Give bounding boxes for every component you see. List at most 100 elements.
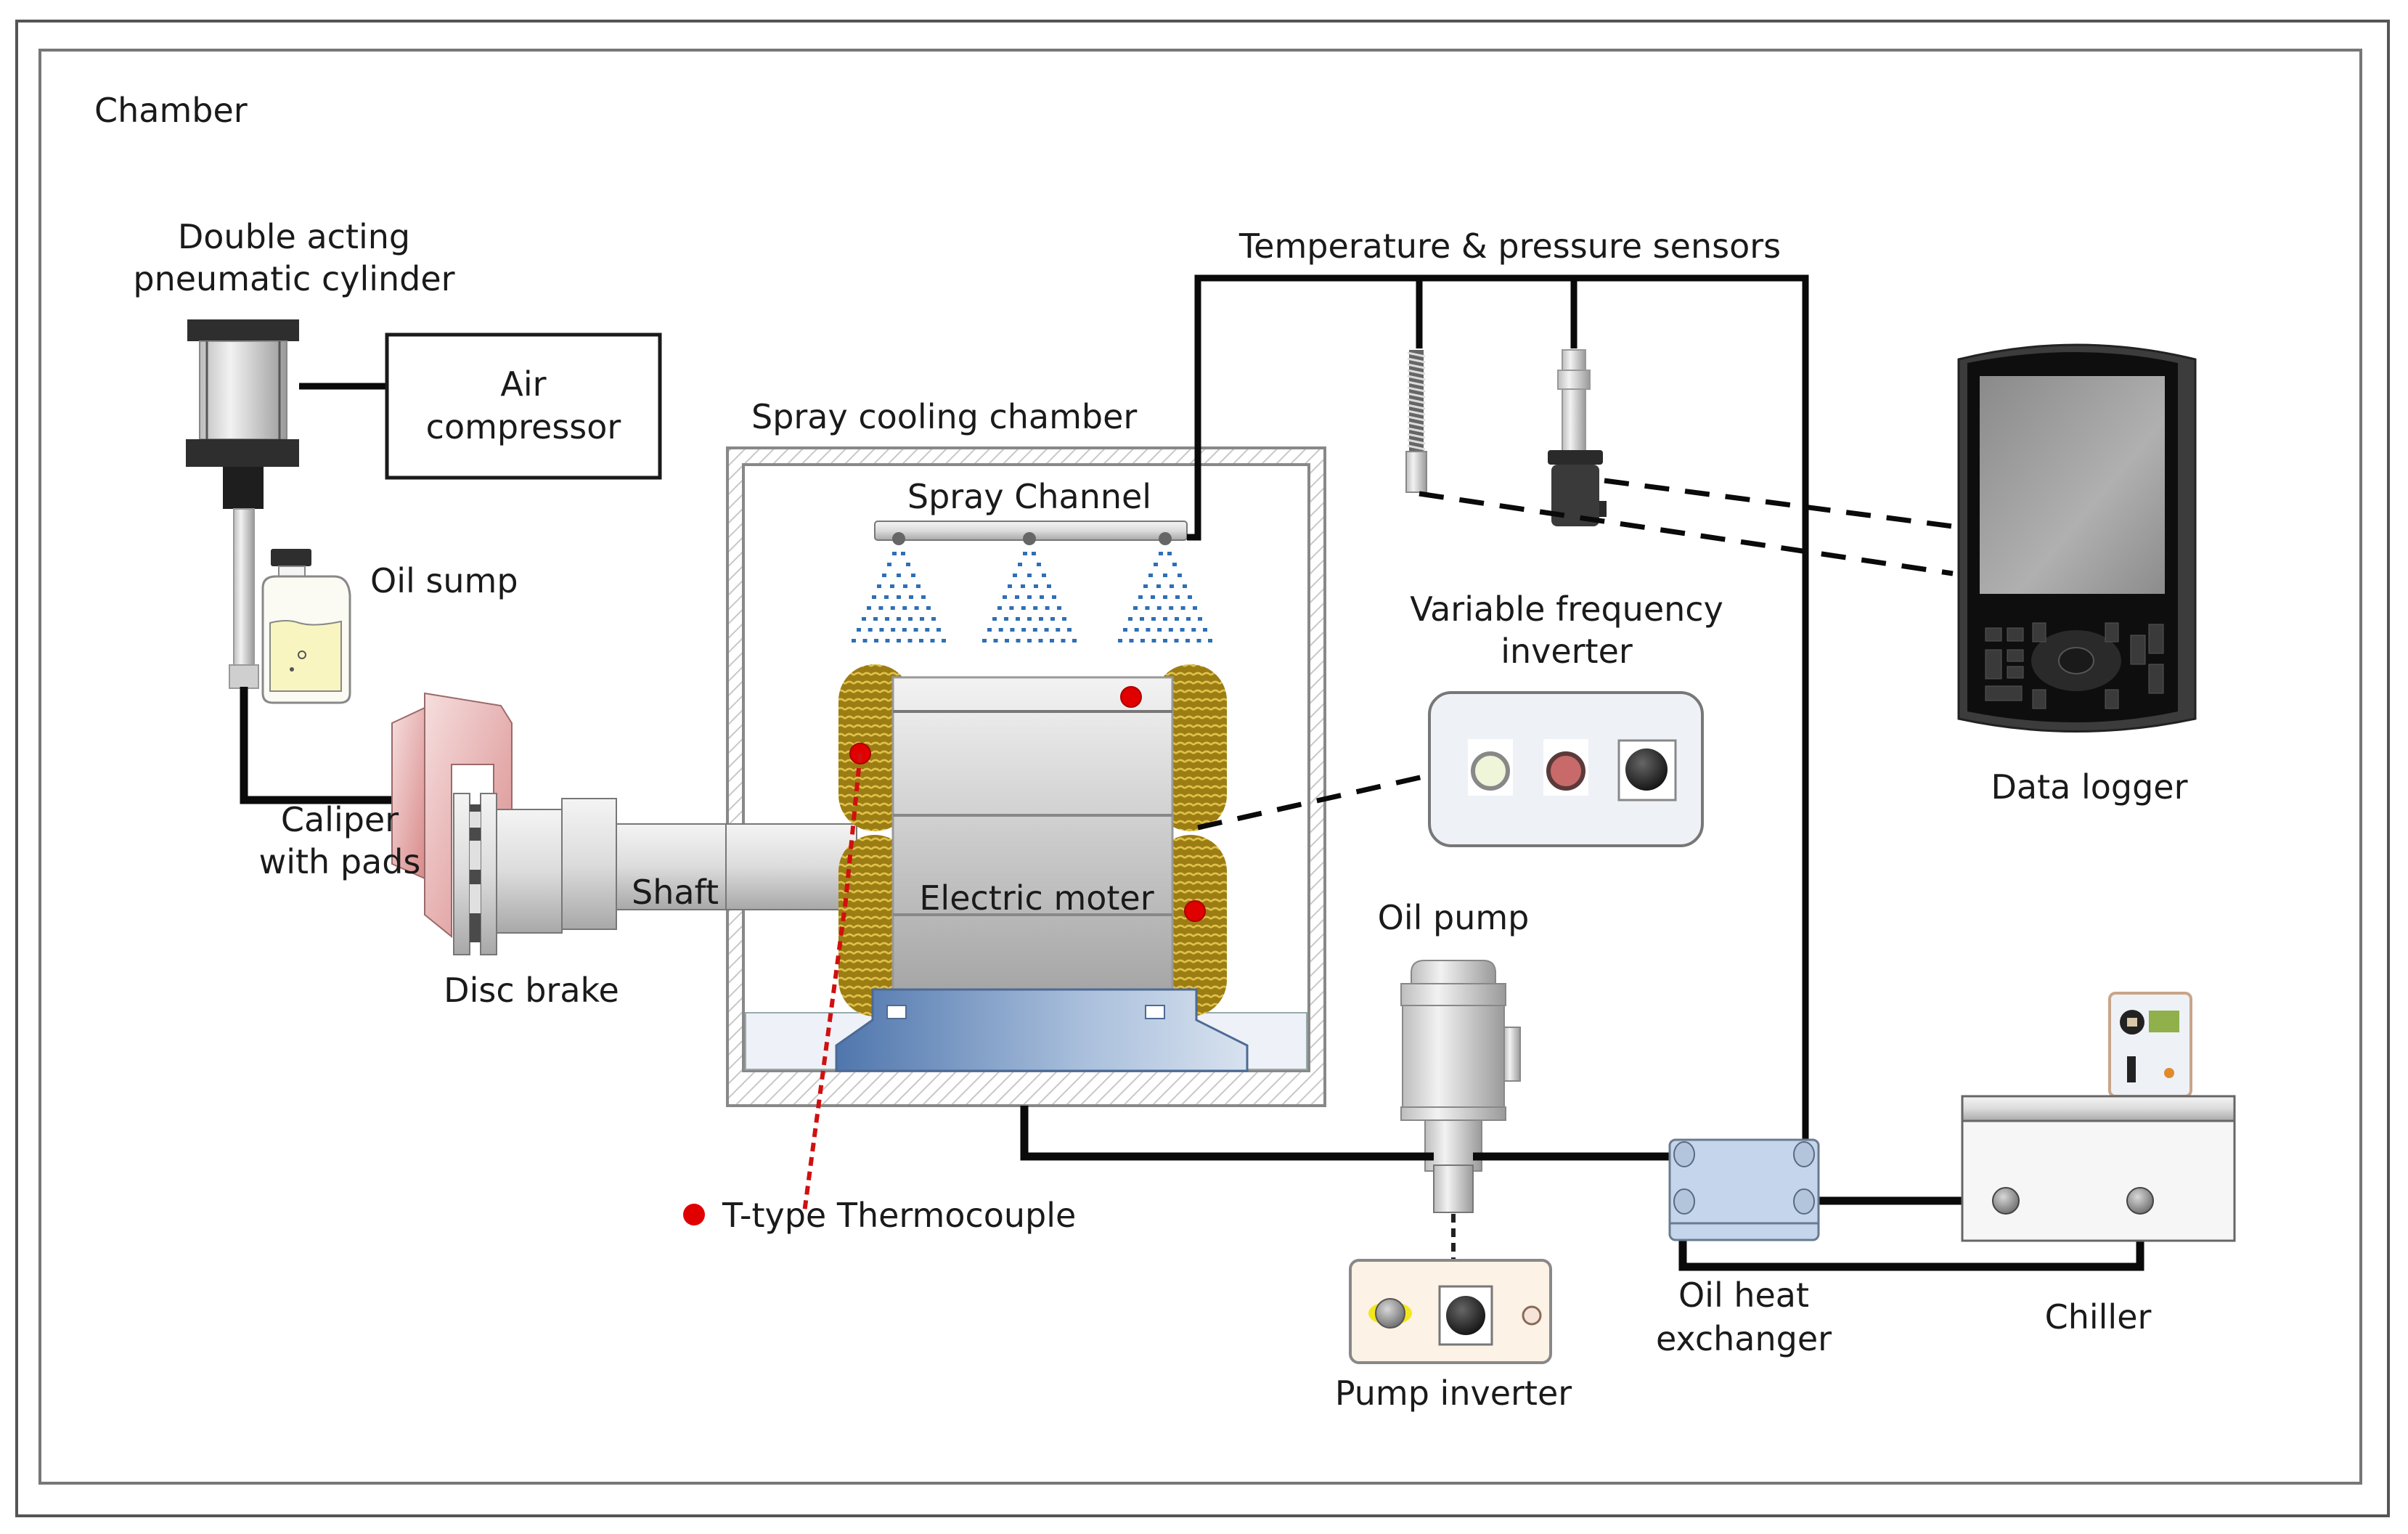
spray-droplet: [897, 617, 901, 621]
oil-sump: Oil sump: [261, 549, 518, 704]
spray-droplet: [1133, 606, 1138, 610]
spray-droplet: [942, 639, 946, 642]
chamber-label: Chamber: [94, 91, 248, 130]
caliper-label-1: Caliper: [281, 800, 399, 839]
oil-heat-exchanger: Oil heat exchanger: [1656, 1138, 1832, 1358]
spray-droplet: [1172, 563, 1177, 566]
spray-channel: Spray Channel: [852, 477, 1212, 642]
pump-inverter-lamp: [1522, 1305, 1542, 1326]
sensor-spring-coil: [1407, 380, 1426, 387]
spray-droplet: [993, 639, 998, 642]
spray-droplet: [1038, 639, 1043, 642]
spray-droplet: [1163, 595, 1167, 599]
spray-droplet: [930, 639, 935, 642]
spray-droplet: [1023, 552, 1027, 555]
spray-droplet: [1045, 606, 1050, 610]
nozzle-head: [1159, 532, 1172, 545]
spray-droplet: [1157, 628, 1162, 632]
spray-droplet: [1146, 628, 1151, 632]
spray-droplet: [919, 639, 923, 642]
heat-exchanger-label-1: Oil heat: [1678, 1276, 1809, 1315]
heat-exchanger-port: [1793, 1141, 1815, 1167]
pressure-sensor: [1548, 349, 1607, 526]
spray-droplet: [1138, 595, 1143, 599]
spray-droplet: [1174, 639, 1179, 642]
sensor-spring-coil: [1407, 404, 1426, 410]
data-logger-key: [2007, 649, 2024, 662]
spray-droplet: [867, 606, 871, 610]
spray-droplet: [882, 574, 886, 577]
spray-droplet: [862, 617, 866, 621]
spray-droplet: [879, 628, 884, 632]
chiller-outlet-port: [2126, 1187, 2154, 1215]
spray-droplet: [1180, 606, 1185, 610]
spray-droplet: [1013, 574, 1017, 577]
spray-cooling-chamber-label: Spray cooling chamber: [751, 397, 1137, 436]
thermocouples: [802, 686, 1206, 1213]
spray-droplet: [1021, 584, 1025, 588]
spray-nozzle: [1118, 532, 1212, 642]
pump-inverter-switch: [1375, 1298, 1405, 1329]
spray-nozzle: [982, 532, 1077, 642]
spray-droplet: [1159, 552, 1163, 555]
spray-droplet: [1156, 584, 1161, 588]
chiller-label: Chiller: [2045, 1297, 2152, 1337]
spray-droplet: [997, 606, 1002, 610]
legend-thermocouple: T-type Thermocouple: [683, 1196, 1076, 1235]
spray-droplet: [890, 606, 895, 610]
spray-nozzle: [852, 532, 946, 642]
spray-droplet: [921, 595, 926, 599]
spray-droplet: [936, 628, 941, 632]
sensor-spring-coil: [1407, 444, 1426, 451]
spray-droplet: [1032, 552, 1036, 555]
spray-droplet: [1163, 574, 1167, 577]
spray-droplet: [1148, 574, 1153, 577]
spray-droplet: [901, 552, 905, 555]
sensor-spring-coil: [1407, 386, 1426, 393]
spray-droplet: [998, 628, 1003, 632]
legend-thermocouple-label: T-type Thermocouple: [722, 1196, 1076, 1235]
spray-droplet: [909, 595, 913, 599]
spray-droplet: [1129, 639, 1134, 642]
spray-droplet: [925, 628, 930, 632]
data-logger-key: [2007, 627, 2024, 642]
spray-droplet: [877, 584, 881, 588]
vf-inverter-knob: [1625, 748, 1668, 791]
data-logger-key: [2032, 689, 2046, 709]
spray-droplet: [1118, 639, 1122, 642]
pump-inverter-knob: [1446, 1296, 1485, 1335]
spray-droplet: [1042, 574, 1046, 577]
spray-droplet: [874, 639, 878, 642]
heat-exchanger-port: [1673, 1188, 1695, 1215]
spray-droplet: [1183, 584, 1187, 588]
data-logger: Data logger: [1957, 343, 2197, 807]
heat-exchanger-label-2: exchanger: [1656, 1319, 1832, 1358]
spray-droplet: [1005, 639, 1009, 642]
vf-inverter-red-lamp: [1546, 751, 1585, 791]
spray-droplet: [1039, 617, 1043, 621]
data-logger-key: [1985, 685, 2023, 701]
spray-droplet: [1015, 595, 1019, 599]
spray-droplet: [1140, 617, 1144, 621]
data-logger-key: [2148, 624, 2164, 654]
spray-droplet: [1067, 628, 1072, 632]
vf-inverter-green-lamp: [1471, 751, 1510, 791]
pneumatic-cylinder-label-2: pneumatic cylinder: [133, 259, 454, 298]
temperature-sensor: [1405, 350, 1427, 493]
spray-droplet: [920, 617, 924, 621]
spray-droplet: [1018, 563, 1022, 566]
vf-inverter-label-2: inverter: [1501, 632, 1633, 671]
spray-droplet: [1191, 628, 1196, 632]
nozzle-head: [892, 532, 905, 545]
spray-droplet: [1052, 595, 1056, 599]
spray-droplet: [926, 606, 931, 610]
data-logger-key: [2032, 622, 2046, 642]
spray-droplet: [1167, 552, 1172, 555]
spray-droplet: [1033, 606, 1038, 610]
spray-droplet: [1040, 595, 1044, 599]
data-logger-key: [1985, 627, 2002, 642]
spray-droplet: [1016, 639, 1021, 642]
spray-droplet: [1151, 639, 1156, 642]
legend-thermocouple-marker: [683, 1204, 705, 1225]
